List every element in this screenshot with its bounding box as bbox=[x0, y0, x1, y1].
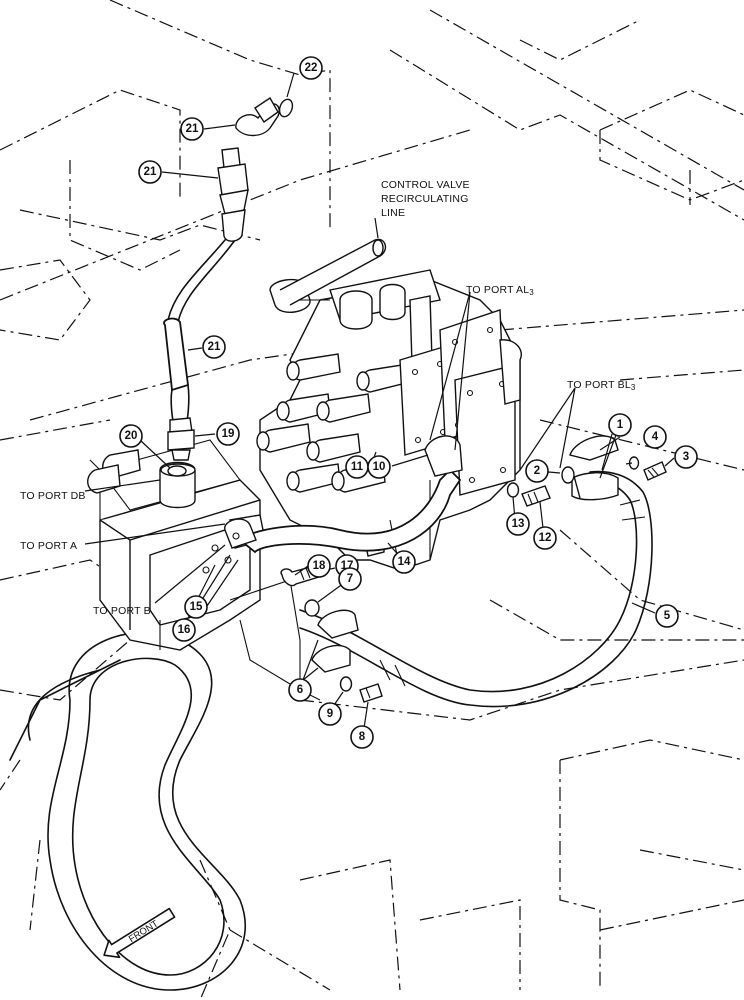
callout-15-label: 15 bbox=[190, 601, 203, 613]
note-to-port-bl3: TO PORT BL3 bbox=[567, 379, 636, 392]
callout-9-label: 9 bbox=[327, 708, 333, 720]
callout-12: 12 bbox=[533, 526, 557, 550]
front-arrow-label: FRONT bbox=[127, 918, 161, 945]
note-to-port-al3: TO PORT AL3 bbox=[466, 284, 534, 297]
callout-6: 6 bbox=[288, 678, 312, 702]
callout-10: 10 bbox=[367, 455, 391, 479]
callout-23: 22 bbox=[299, 56, 323, 80]
callout-16: 16 bbox=[172, 618, 196, 642]
callout-19: 19 bbox=[216, 422, 240, 446]
note-to-port-db: TO PORT DB bbox=[20, 490, 86, 502]
callout-21-lower-label: 21 bbox=[208, 341, 221, 353]
callout-8: 8 bbox=[350, 725, 374, 749]
callout-23-label: 22 bbox=[305, 62, 318, 74]
front-arrow: FRONT bbox=[103, 907, 176, 959]
callout-2: 2 bbox=[525, 459, 549, 483]
callout-21-top: 21 bbox=[138, 160, 162, 184]
callout-21-top-label: 21 bbox=[144, 166, 157, 178]
note-to-port-bl3-prefix: TO PORT BL bbox=[567, 379, 631, 391]
callout-14: 14 bbox=[392, 550, 416, 574]
note-control-valve-line3: LINE bbox=[381, 207, 405, 219]
note-to-port-b: TO PORT B bbox=[93, 605, 151, 617]
callout-18-label: 18 bbox=[313, 560, 326, 572]
text-notes: CONTROL VALVE RECIRCULATING LINE TO PORT… bbox=[20, 179, 636, 617]
callout-19-label: 19 bbox=[222, 428, 235, 440]
note-control-valve-line1: CONTROL VALVE bbox=[381, 179, 470, 191]
hardware-parts bbox=[167, 97, 667, 703]
callout-18: 18 bbox=[307, 554, 331, 578]
callout-6-label: 6 bbox=[297, 684, 303, 696]
callout-3: 3 bbox=[674, 445, 698, 469]
callout-13-label: 13 bbox=[512, 518, 525, 530]
callout-5: 5 bbox=[655, 604, 679, 628]
note-to-port-a: TO PORT A bbox=[20, 540, 77, 552]
callout-21-lower: 21 bbox=[202, 335, 226, 359]
note-control-valve-line2: RECIRCULATING bbox=[381, 193, 469, 205]
note-to-port-al3-sub: 3 bbox=[529, 288, 534, 297]
callout-5-label: 5 bbox=[664, 610, 671, 622]
note-to-port-bl3-sub: 3 bbox=[631, 383, 636, 392]
callout-2-label: 2 bbox=[534, 465, 540, 477]
callout-1-label: 1 bbox=[617, 419, 624, 431]
callout-3-label: 3 bbox=[683, 451, 689, 463]
callouts: 22 21 21 21 19 20 11 10 2 1 4 3 13 12 14… bbox=[119, 56, 698, 749]
note-to-port-al3-prefix: TO PORT AL bbox=[466, 284, 529, 296]
callout-12-label: 12 bbox=[539, 532, 552, 544]
callout-9: 9 bbox=[318, 702, 342, 726]
callout-4-label: 4 bbox=[652, 431, 659, 443]
callout-14-label: 14 bbox=[398, 556, 411, 568]
callout-7: 7 bbox=[338, 567, 362, 591]
callout-11: 11 bbox=[345, 455, 369, 479]
callout-11-label: 11 bbox=[351, 461, 364, 473]
callout-4: 4 bbox=[643, 425, 667, 449]
callout-20: 20 bbox=[119, 424, 143, 448]
callout-22-label: 21 bbox=[186, 123, 199, 135]
callout-1: 1 bbox=[608, 413, 632, 437]
callout-22: 21 bbox=[180, 117, 204, 141]
callout-10-label: 10 bbox=[373, 461, 386, 473]
callout-15: 15 bbox=[184, 595, 208, 619]
callout-16-label: 16 bbox=[178, 624, 191, 636]
callout-20-label: 20 bbox=[125, 430, 138, 442]
callout-7-label: 7 bbox=[347, 573, 353, 585]
recirculating-line bbox=[279, 238, 387, 306]
callout-13: 13 bbox=[506, 512, 530, 536]
hoses bbox=[163, 239, 653, 708]
control-valve-stack bbox=[256, 269, 522, 571]
callout-8-label: 8 bbox=[359, 731, 366, 743]
